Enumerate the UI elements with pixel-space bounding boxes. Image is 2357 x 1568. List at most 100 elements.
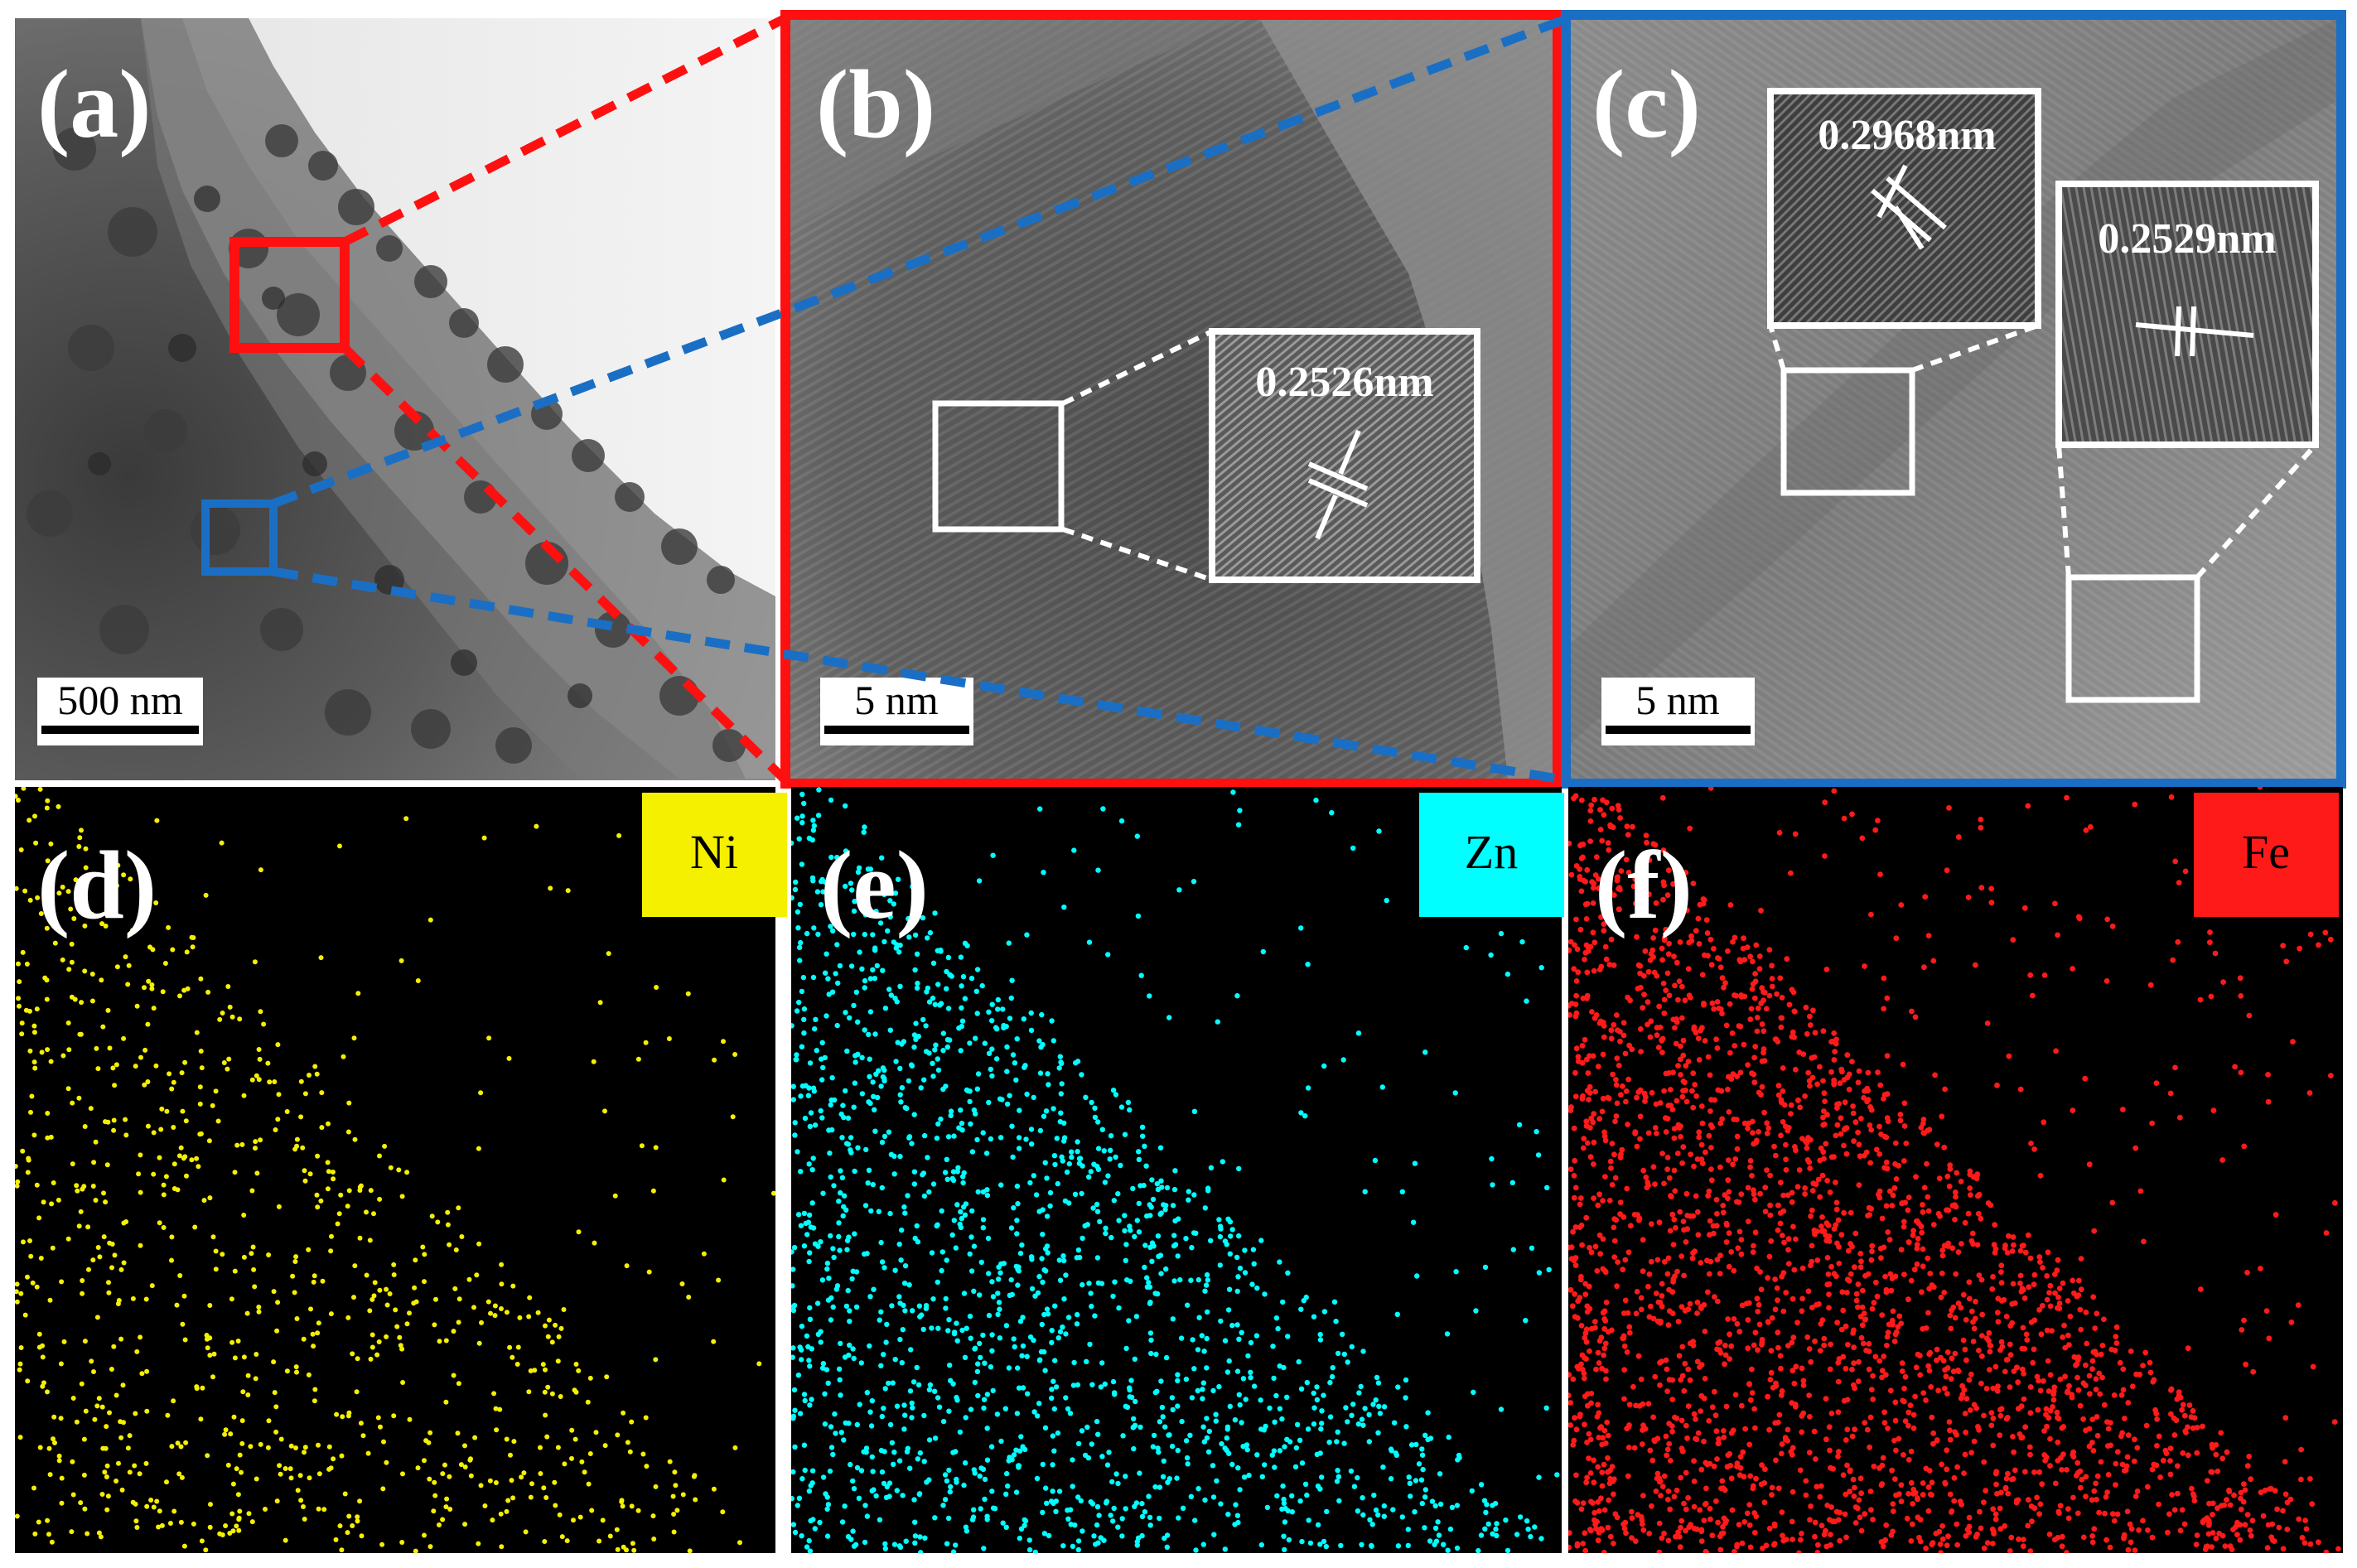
eds-signal-dot (254, 1352, 259, 1357)
eds-signal-dot (1200, 1541, 1207, 1547)
eds-signal-dot (1273, 1392, 1279, 1399)
eds-signal-dot (1944, 1207, 1949, 1213)
eds-signal-dot (1937, 1541, 1944, 1547)
eds-signal-dot (1688, 933, 1694, 939)
eds-signal-dot (1636, 864, 1642, 871)
eds-signal-dot (629, 1503, 635, 1509)
eds-signal-dot (499, 1262, 505, 1267)
eds-signal-dot (112, 1083, 118, 1088)
eds-signal-dot (1893, 1447, 1899, 1454)
eds-signal-dot (828, 1317, 834, 1323)
eds-signal-dot (1806, 1346, 1813, 1352)
eds-signal-dot (1586, 1455, 1591, 1461)
eds-signal-dot (1376, 1403, 1382, 1410)
eds-signal-dot (1617, 1038, 1623, 1045)
eds-signal-dot (1775, 1329, 1781, 1336)
red-connector-bottom (341, 345, 789, 784)
eds-signal-dot (1666, 1286, 1672, 1293)
eds-signal-dot (377, 1196, 383, 1202)
eds-signal-dot (914, 1223, 920, 1229)
eds-signal-dot (945, 1006, 952, 1011)
eds-signal-dot (1723, 1239, 1730, 1245)
eds-signal-dot (2022, 1249, 2029, 1256)
eds-signal-dot (1665, 1537, 1672, 1544)
eds-signal-dot (1754, 1295, 1761, 1302)
eds-signal-dot (1017, 1250, 1024, 1257)
eds-signal-dot (132, 1463, 138, 1469)
eds-signal-dot (1680, 1218, 1687, 1224)
eds-signal-dot (1981, 1412, 1987, 1419)
eds-signal-dot (1061, 1257, 1067, 1264)
eds-signal-dot (1755, 1006, 1761, 1011)
eds-signal-dot (109, 1367, 114, 1372)
eds-signal-dot (134, 1003, 140, 1009)
eds-signal-dot (69, 941, 75, 947)
eds-signal-dot (957, 1429, 964, 1435)
eds-signal-dot (1855, 1129, 1862, 1136)
eds-signal-dot (237, 1452, 243, 1458)
eds-signal-dot (1845, 1341, 1851, 1348)
eds-signal-dot (350, 1351, 355, 1357)
eds-signal-dot (2050, 1397, 2057, 1403)
eds-signal-dot (1876, 1358, 1883, 1364)
eds-signal-dot (1817, 1194, 1823, 1200)
eds-signal-dot (1681, 1500, 1687, 1507)
eds-signal-dot (1602, 897, 1609, 904)
eds-signal-dot (1169, 1395, 1176, 1401)
eds-signal-dot (1877, 1245, 1884, 1252)
eds-signal-dot (1751, 1054, 1758, 1061)
eds-signal-dot (350, 1523, 355, 1528)
eds-signal-dot (138, 1242, 143, 1248)
eds-signal-dot (809, 875, 816, 881)
eds-signal-dot (1664, 1271, 1671, 1277)
eds-signal-dot (887, 1421, 894, 1428)
eds-signal-dot (1606, 1198, 1613, 1204)
eds-signal-dot (582, 1469, 587, 1475)
eds-signal-dot (1995, 1383, 2001, 1390)
eds-signal-dot (1851, 1360, 1857, 1367)
eds-signal-dot (203, 892, 209, 898)
eds-signal-dot (1673, 1040, 1679, 1047)
eds-signal-dot (932, 1001, 939, 1007)
eds-signal-dot (1736, 1522, 1742, 1527)
eds-signal-dot (1898, 1482, 1905, 1488)
eds-signal-dot (1734, 1146, 1741, 1152)
eds-signal-dot (1321, 1063, 1327, 1069)
eds-signal-dot (1620, 1032, 1627, 1039)
eds-signal-dot (1050, 1462, 1055, 1468)
eds-signal-dot (1588, 1498, 1594, 1505)
eds-signal-dot (207, 1303, 213, 1308)
eds-signal-dot (1667, 1228, 1674, 1234)
eds-signal-dot (1805, 1288, 1812, 1295)
eds-signal-dot (1236, 1336, 1242, 1343)
eds-signal-dot (1454, 1545, 1461, 1551)
eds-signal-dot (445, 1209, 451, 1215)
eds-signal-dot (1005, 1483, 1011, 1489)
eds-signal-dot (1306, 1517, 1311, 1523)
eds-signal-dot (217, 1016, 223, 1022)
eds-signal-dot (1921, 1184, 1928, 1191)
eds-signal-dot (959, 1121, 965, 1127)
eds-signal-dot (1157, 1211, 1163, 1218)
eds-signal-dot (1892, 1476, 1898, 1482)
eds-signal-dot (1789, 1488, 1796, 1495)
eds-signal-dot (1568, 1286, 1574, 1293)
eds-signal-dot (982, 1476, 988, 1483)
eds-signal-dot (1205, 1449, 1212, 1455)
eds-signal-dot (1123, 1345, 1129, 1352)
eds-signal-dot (1793, 1363, 1799, 1370)
eds-signal-dot (1618, 1092, 1624, 1098)
eds-signal-dot (974, 1368, 981, 1375)
eds-signal-dot (1600, 1095, 1606, 1102)
eds-signal-dot (1888, 1287, 1895, 1294)
eds-signal-dot (144, 1503, 150, 1509)
eds-signal-dot (1587, 1244, 1592, 1251)
eds-signal-dot (1011, 1205, 1017, 1211)
eds-signal-dot (1966, 1529, 1973, 1536)
eds-signal-dot (806, 1358, 812, 1363)
eds-signal-dot (1188, 1277, 1194, 1283)
eds-signal-dot (1189, 1395, 1195, 1401)
eds-signal-dot (1110, 1518, 1116, 1524)
eds-signal-dot (223, 1523, 229, 1528)
eds-signal-dot (824, 1494, 830, 1500)
